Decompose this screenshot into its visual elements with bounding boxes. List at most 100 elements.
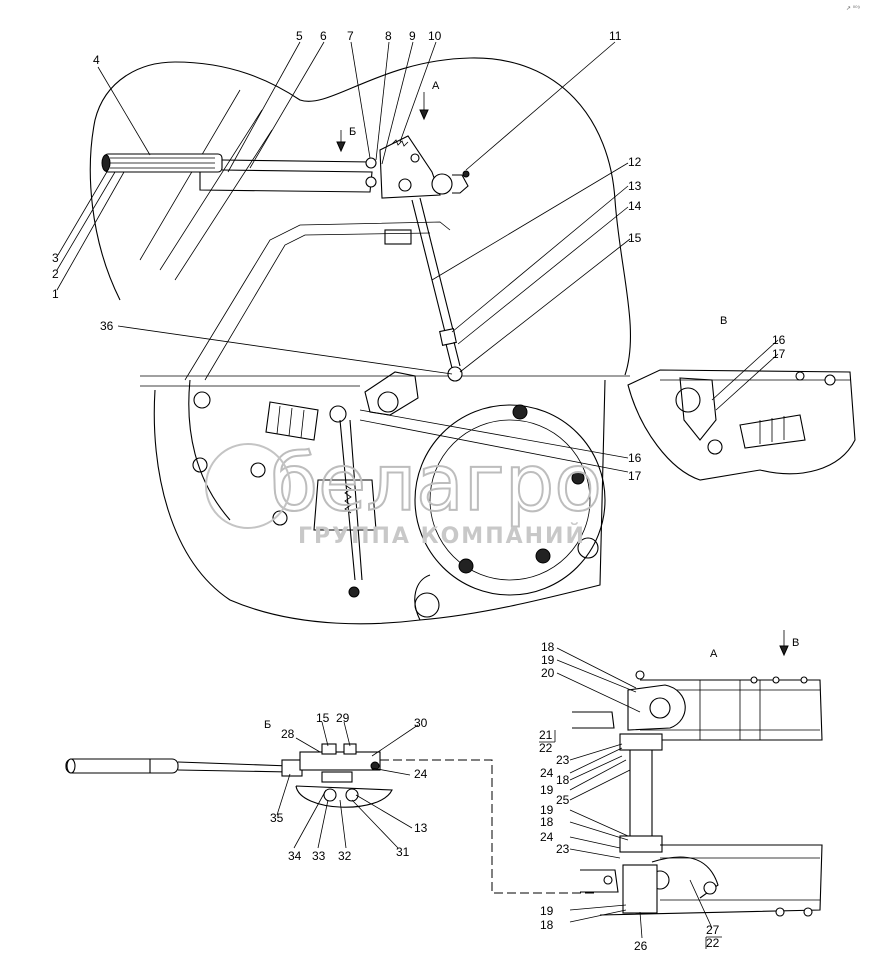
bolt-head bbox=[571, 471, 585, 485]
beam-bolt bbox=[803, 907, 813, 917]
console-panel-edge bbox=[204, 232, 431, 381]
rod-end bbox=[348, 586, 360, 598]
callout-15: 15 bbox=[628, 231, 642, 245]
cabin-outline bbox=[89, 57, 632, 376]
watermark-brand: белагро bbox=[270, 439, 602, 529]
reference-dashed-line bbox=[380, 759, 598, 894]
view-v-spring bbox=[739, 414, 806, 449]
link-end bbox=[703, 881, 717, 895]
mount-hole bbox=[272, 510, 288, 526]
callout-v-17: 17 bbox=[772, 347, 786, 361]
view-b-nut bbox=[321, 743, 337, 755]
bracket-bolt bbox=[398, 178, 412, 192]
bolt-head bbox=[458, 558, 474, 574]
lower-beam-line bbox=[660, 857, 820, 901]
mount-hole bbox=[577, 537, 599, 559]
valve-pin bbox=[329, 405, 347, 423]
callout-b-24: 24 bbox=[414, 767, 428, 781]
cylinder bbox=[265, 401, 319, 441]
shaft bbox=[629, 740, 653, 836]
view-v-lever bbox=[679, 377, 717, 441]
fraction-bar bbox=[705, 936, 722, 949]
view-a-title: А bbox=[710, 648, 718, 660]
fraction-bar bbox=[539, 730, 556, 743]
beam-bolt bbox=[772, 676, 780, 684]
callout-b-29: 29 bbox=[336, 711, 350, 725]
side-clamp-upper bbox=[572, 711, 615, 729]
upper-beam bbox=[640, 679, 823, 741]
clamp-nut bbox=[603, 875, 613, 885]
view-b-grip-end bbox=[66, 758, 76, 774]
callout-b-32: 32 bbox=[338, 849, 352, 863]
callout-b-15: 15 bbox=[316, 711, 330, 725]
sector-teeth bbox=[391, 139, 409, 147]
callout-16: 16 bbox=[628, 451, 642, 465]
callout-a-22: 22 bbox=[539, 741, 553, 755]
corner-mark: ↗ ⁰⁰⁹ bbox=[846, 5, 861, 12]
beam-bolt bbox=[800, 676, 808, 684]
callout-a-26: 26 bbox=[634, 939, 648, 953]
pivot-bracket-lower bbox=[622, 864, 658, 914]
callout-a-23: 23 bbox=[556, 753, 570, 767]
callout-1: 1 bbox=[52, 287, 59, 301]
callout-36: 36 bbox=[100, 319, 114, 333]
callout-b-13: 13 bbox=[414, 821, 428, 835]
housing-inner bbox=[188, 379, 431, 621]
lower-beam bbox=[599, 844, 823, 916]
spring-coils bbox=[344, 484, 352, 514]
view-b-bolt bbox=[345, 788, 359, 802]
view-v-title: В bbox=[720, 315, 727, 327]
callout-a-19b: 19 bbox=[540, 783, 554, 797]
clamp-screw bbox=[462, 170, 470, 178]
callouts-view-b: 15 29 28 30 24 13 31 32 33 34 35 bbox=[270, 711, 428, 863]
callout-b-33: 33 bbox=[312, 849, 326, 863]
bolt-head bbox=[512, 404, 528, 420]
mount-hole bbox=[414, 592, 440, 618]
valve-rod bbox=[339, 419, 363, 581]
view-v-bolt bbox=[795, 371, 805, 381]
rod-coupling bbox=[439, 328, 457, 346]
callout-a-19: 19 bbox=[541, 653, 555, 667]
rod-end-joint bbox=[447, 366, 463, 382]
flange-inner bbox=[429, 419, 591, 581]
callouts-main: 4 5 6 7 8 9 10 11 3 2 1 12 13 14 15 36 1… bbox=[52, 29, 642, 483]
shaft-coupling-upper bbox=[619, 733, 663, 751]
callout-12: 12 bbox=[628, 155, 642, 169]
callout-5: 5 bbox=[296, 29, 303, 43]
callout-a-24b: 24 bbox=[540, 830, 554, 844]
callout-b-34: 34 bbox=[288, 849, 302, 863]
view-arrow-a: А bbox=[419, 80, 440, 121]
watermark: белагро ГРУППА КОМПАНИЙ bbox=[205, 438, 603, 549]
callout-3: 3 bbox=[52, 251, 59, 265]
mount-hole bbox=[192, 457, 208, 473]
view-b-clamp bbox=[281, 759, 303, 777]
link-rod bbox=[411, 197, 456, 341]
view-b-bracket bbox=[299, 751, 381, 771]
view-arrow-b-label: Б bbox=[349, 126, 356, 138]
callout-8: 8 bbox=[385, 29, 392, 43]
view-b-nut bbox=[343, 743, 357, 755]
pivot-pin bbox=[365, 176, 377, 188]
view-arrow-a-label: А bbox=[432, 80, 440, 92]
view-v-housing bbox=[627, 369, 856, 481]
view-v-hub bbox=[675, 387, 701, 413]
mount-hole bbox=[250, 462, 266, 478]
callout-a-19c: 19 bbox=[540, 803, 554, 817]
callout-14: 14 bbox=[628, 199, 642, 213]
view-a-arrow-v: В bbox=[779, 630, 799, 657]
lever-hub bbox=[431, 173, 453, 195]
callout-a-18: 18 bbox=[541, 640, 555, 654]
main-assembly-drawing bbox=[89, 57, 632, 625]
bracket-bolt bbox=[410, 153, 420, 163]
pivot-pin bbox=[365, 157, 377, 169]
clamp-bracket bbox=[452, 174, 469, 194]
callout-2: 2 bbox=[52, 267, 59, 281]
callout-v-16: 16 bbox=[772, 333, 786, 347]
callout-a-27: 27 bbox=[706, 923, 720, 937]
callout-b-31: 31 bbox=[396, 845, 410, 859]
bolt-head bbox=[535, 548, 551, 564]
view-a-detail: А В bbox=[572, 630, 823, 917]
cabin-panel-line bbox=[139, 89, 273, 281]
callout-a-25: 25 bbox=[556, 793, 570, 807]
